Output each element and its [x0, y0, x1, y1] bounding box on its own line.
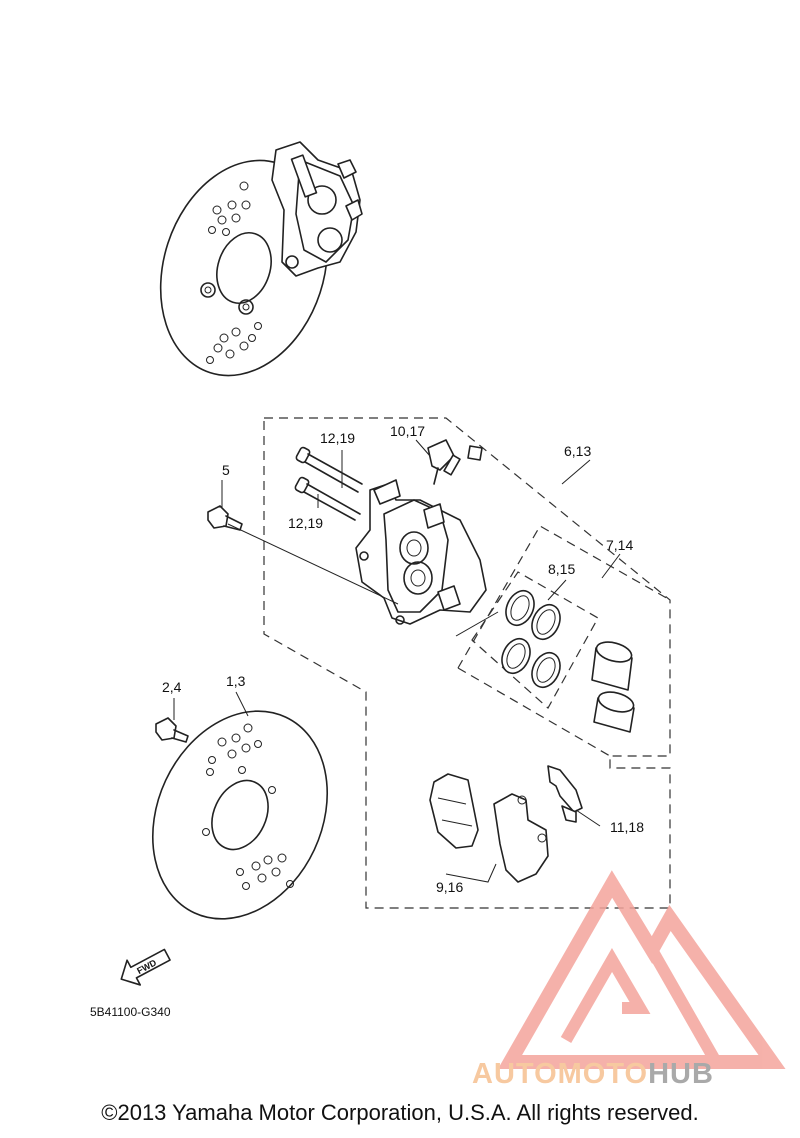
exploded-caliper-assembly — [207, 417, 671, 909]
watermark-text: AUTOMOTOHUB — [472, 1058, 714, 1091]
piston-seals — [501, 589, 561, 689]
label-9-16: 9,16 — [436, 879, 463, 895]
label-10-17: 10,17 — [390, 423, 425, 439]
caliper-body — [355, 479, 487, 625]
forward-arrow: FWD — [120, 948, 171, 986]
label-8-15: 8,15 — [548, 561, 575, 577]
mounting-bolt — [207, 505, 243, 531]
leader-lines — [173, 439, 621, 883]
label-12-19-upper: 12,19 — [320, 430, 355, 446]
watermark-text-part1: AUTOMOTO — [472, 1058, 649, 1090]
brake-pads — [429, 773, 549, 883]
disc-bolt — [155, 717, 189, 743]
overview-assembly — [159, 141, 363, 377]
caliper-bolt — [294, 446, 363, 521]
pad-spring — [547, 765, 583, 823]
part-code: 5B41100-G340 — [90, 1005, 171, 1019]
label-11-18: 11,18 — [610, 819, 644, 835]
label-2-4: 2,4 — [162, 679, 182, 695]
pistons — [591, 641, 635, 733]
copyright-notice: ©2013 Yamaha Motor Corporation, U.S.A. A… — [101, 1100, 699, 1125]
label-6-13: 6,13 — [564, 443, 591, 459]
label-12-19-lower: 12,19 — [288, 515, 323, 531]
label-5: 5 — [222, 462, 230, 478]
label-7-14: 7,14 — [606, 537, 633, 553]
automotohub-logo — [497, 870, 786, 1069]
brake-disc — [151, 710, 329, 920]
watermark-text-part2: HUB — [648, 1058, 714, 1090]
label-1-3: 1,3 — [226, 673, 246, 689]
callout-labels: 12,19 10,17 6,13 5 12,19 7,14 8,15 2,4 1… — [162, 423, 644, 895]
bleed-screw — [427, 439, 483, 485]
